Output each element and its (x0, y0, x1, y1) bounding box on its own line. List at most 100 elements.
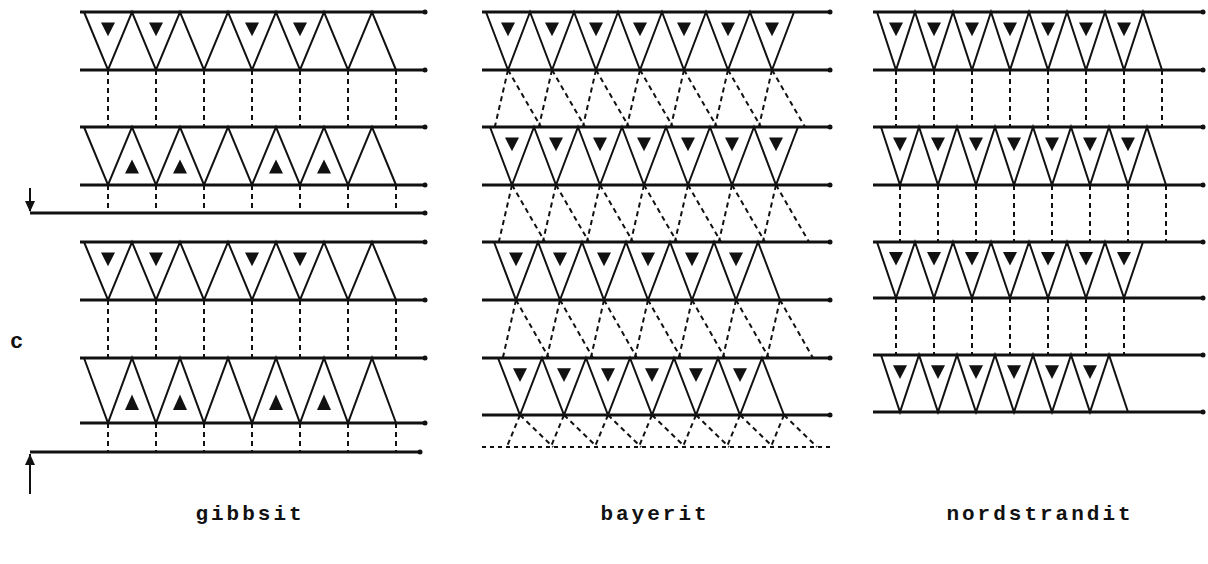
line-end (1201, 410, 1206, 415)
cation-mark (641, 252, 655, 266)
hydrogen-bond (155, 185, 157, 213)
cation-mark (889, 22, 903, 36)
cation-mark (1121, 137, 1135, 151)
hydrogen-bond (299, 70, 301, 127)
cation-mark (645, 368, 659, 382)
hydrogen-bond (895, 298, 897, 355)
cation-mark (101, 22, 115, 36)
cation-mark (733, 368, 747, 382)
cation-mark (931, 365, 945, 379)
line-end (1201, 183, 1206, 188)
hydrogen-bond (652, 415, 685, 447)
hydrogen-bond (728, 70, 761, 127)
hydrogen-bond (772, 70, 805, 127)
hydrogen-bond (600, 185, 633, 242)
cation-mark (1007, 137, 1021, 151)
hydrogen-bond (107, 70, 109, 127)
hydrogen-bond (692, 300, 725, 358)
hydrogen-bond (155, 423, 157, 452)
hydrogen-bond (684, 70, 717, 127)
hydrogen-bond (299, 423, 301, 452)
layer-plane (873, 297, 1203, 300)
cation-mark (557, 368, 571, 382)
hydrogen-bond (564, 415, 597, 447)
cation-mark (1045, 137, 1059, 151)
hydrogen-bond (395, 70, 397, 127)
cation-mark (149, 22, 163, 36)
cation-mark (125, 394, 139, 410)
cation-mark (889, 252, 903, 265)
cation-mark (681, 137, 695, 151)
hydrogen-bond (933, 298, 935, 355)
line-end (423, 240, 428, 245)
layer-plane (30, 451, 420, 454)
mineral-name: gibbsit (150, 503, 350, 526)
cation-mark (1041, 252, 1055, 265)
hydrogen-bond (595, 415, 608, 447)
cation-mark (173, 394, 187, 410)
cation-mark (1117, 252, 1131, 265)
hydrogen-bond (648, 300, 681, 358)
line-end (423, 10, 428, 15)
hydrogen-bond (1009, 70, 1011, 127)
hydrogen-bond (251, 300, 253, 358)
cation-mark (149, 252, 163, 266)
hydrogen-bond (784, 415, 817, 447)
hydrogen-bond (512, 185, 545, 242)
cation-mark (931, 137, 945, 151)
octahedra-chain (84, 127, 396, 185)
cation-mark (501, 22, 515, 36)
cation-mark (1041, 22, 1055, 36)
hydrogen-bond (395, 185, 397, 213)
layer-plane (482, 11, 830, 14)
hydrogen-bond (299, 300, 301, 358)
cation-mark (245, 252, 259, 266)
octahedra-chain (877, 242, 1143, 298)
line-end (1201, 240, 1206, 245)
hydrogen-bond (1085, 70, 1087, 127)
hydrogen-bond (1161, 70, 1163, 127)
cation-mark (1079, 252, 1093, 265)
cation-mark (725, 137, 739, 151)
hydrogen-bond (155, 300, 157, 358)
hydrogen-bond (347, 300, 349, 358)
hydrogen-bond (937, 185, 939, 242)
hydrogen-bond (639, 415, 652, 447)
cation-mark (689, 368, 703, 382)
octahedra-chain (486, 12, 794, 70)
line-end (423, 298, 428, 303)
cation-mark (1083, 365, 1097, 379)
hydrogen-bond (516, 300, 549, 358)
hydrogen-bond (771, 415, 784, 447)
cation-mark (545, 22, 559, 36)
cation-mark (677, 22, 691, 36)
hydrogen-bond (688, 185, 721, 242)
hydrogen-bond (107, 185, 109, 213)
line-end (828, 10, 833, 15)
layer-plane (482, 299, 830, 302)
layer-plane (873, 354, 1203, 357)
hydrogen-bond (971, 298, 973, 355)
line-end (423, 356, 428, 361)
cation-mark (269, 394, 283, 410)
octahedra-chain (881, 127, 1166, 185)
cation-mark (509, 252, 523, 266)
hydrogen-bond (1127, 185, 1129, 242)
line-end (828, 413, 833, 418)
cation-mark (317, 394, 331, 410)
arrowhead (25, 201, 35, 212)
hydrogen-bond (552, 70, 585, 127)
hydrogen-bond (203, 185, 205, 213)
hydrogen-bond (1085, 298, 1087, 355)
cation-mark (513, 368, 527, 382)
line-end (828, 68, 833, 73)
hydrogen-bond (696, 415, 729, 447)
hydrogen-bond (583, 70, 596, 127)
line-end (828, 298, 833, 303)
line-end (828, 240, 833, 245)
hydrogen-bond (591, 300, 604, 358)
layer-plane (30, 212, 425, 215)
hydrogen-bond (539, 70, 552, 127)
hydrogen-bond (1089, 185, 1091, 242)
